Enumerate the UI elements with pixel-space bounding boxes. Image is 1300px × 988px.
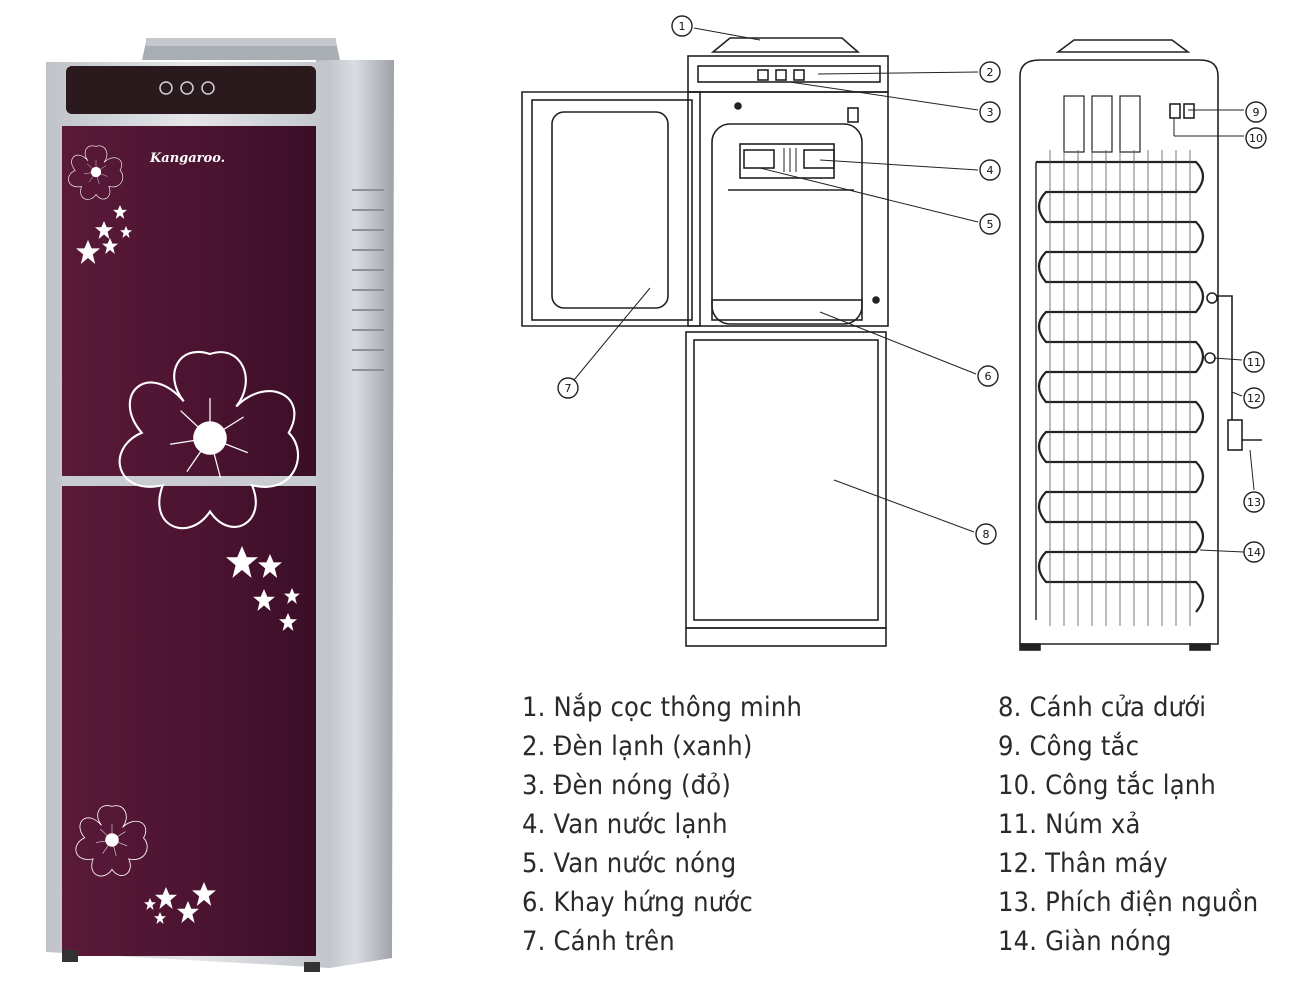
svg-text:6: 6 <box>985 370 992 383</box>
control-panel <box>66 66 316 114</box>
callout-markers: 1 2 3 4 5 6 7 8 9 10 11 12 13 14 <box>557 15 1267 563</box>
legend-item: 9. Công tắc <box>998 731 1140 762</box>
svg-text:11: 11 <box>1247 356 1261 369</box>
svg-text:9: 9 <box>1253 106 1260 119</box>
callout-5: 5 <box>979 213 1001 235</box>
callout-6: 6 <box>977 365 999 387</box>
callout-14: 14 <box>1243 541 1265 563</box>
legend-item: 8. Cánh cửa dưới <box>998 692 1207 723</box>
legend-item: 3. Đèn nóng (đỏ) <box>522 770 731 801</box>
parts-legend-left: 1. Nắp cọc thông minh 2. Đèn lạnh (xanh)… <box>522 688 802 961</box>
callout-8: 8 <box>975 523 997 545</box>
callout-1: 1 <box>671 15 693 37</box>
lower-door <box>62 486 316 956</box>
legend-item: 14. Giàn nóng <box>998 926 1172 957</box>
legend-item: 5. Van nước nóng <box>522 848 737 879</box>
callout-2: 2 <box>979 61 1001 83</box>
legend-item: 1. Nắp cọc thông minh <box>522 692 803 723</box>
front-view <box>521 37 889 647</box>
svg-text:14: 14 <box>1247 546 1261 559</box>
legend-item: 13. Phích điện nguồn <box>998 887 1259 918</box>
svg-text:8: 8 <box>983 528 990 541</box>
legend-item: 2. Đèn lạnh (xanh) <box>522 731 753 762</box>
svg-text:1: 1 <box>679 20 686 33</box>
rear-view <box>1019 39 1262 651</box>
legend-item: 7. Cánh trên <box>522 926 675 957</box>
svg-text:2: 2 <box>987 66 994 79</box>
callout-11: 11 <box>1243 351 1265 373</box>
legend-item: 6. Khay hứng nước <box>522 887 753 918</box>
parts-diagram: 1 2 3 4 5 6 7 8 9 10 11 12 13 14 <box>521 15 1267 651</box>
water-dispenser-photo: Kangaroo. <box>46 38 394 972</box>
legend-item: 4. Van nước lạnh <box>522 809 728 840</box>
legend-item: 10. Công tắc lạnh <box>998 770 1216 801</box>
panel-buttons <box>159 81 215 95</box>
callout-9: 9 <box>1245 101 1267 123</box>
callout-10: 10 <box>1245 127 1267 149</box>
callout-4: 4 <box>979 159 1001 181</box>
svg-text:13: 13 <box>1247 496 1261 509</box>
legend-item: 11. Núm xả <box>998 809 1141 840</box>
upper-door <box>62 126 316 476</box>
callout-7: 7 <box>557 377 579 399</box>
callout-13: 13 <box>1243 491 1265 513</box>
svg-text:12: 12 <box>1247 392 1261 405</box>
svg-text:3: 3 <box>987 106 994 119</box>
svg-text:4: 4 <box>987 164 994 177</box>
leader-lines <box>573 27 1255 553</box>
parts-legend-right: 8. Cánh cửa dưới 9. Công tắc 10. Công tắ… <box>998 688 1258 961</box>
legend-item: 12. Thân máy <box>998 848 1168 879</box>
brand-logo: Kangaroo. <box>149 151 225 166</box>
svg-text:5: 5 <box>987 218 994 231</box>
callout-12: 12 <box>1243 387 1265 409</box>
svg-text:10: 10 <box>1249 132 1263 145</box>
callout-3: 3 <box>979 101 1001 123</box>
side-vents <box>352 189 384 371</box>
svg-text:7: 7 <box>565 382 572 395</box>
